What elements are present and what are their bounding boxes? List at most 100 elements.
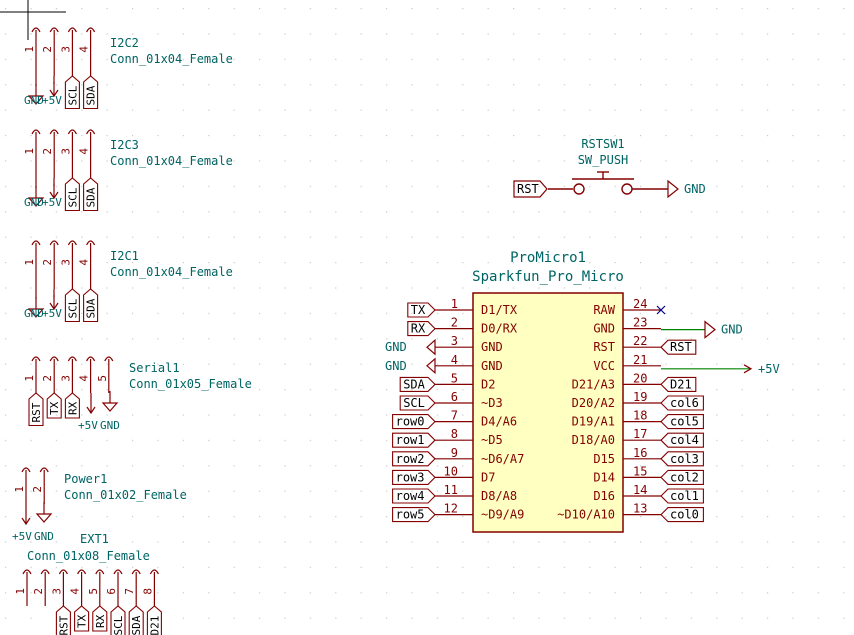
i2c2-pin-2[interactable]: 2: [41, 27, 59, 76]
ext1-pin-4[interactable]: 4TX: [69, 569, 90, 632]
power1-pin-2[interactable]: 2: [31, 467, 49, 504]
ext1-label-rx: [92, 605, 108, 632]
i2c3-pin-1[interactable]: 1: [23, 129, 41, 178]
pin-number: 8: [451, 427, 458, 441]
power1-value: Conn_01x02_Female: [64, 488, 187, 502]
svg-text:col6: col6: [670, 396, 699, 410]
power1-pin-1[interactable]: 1: [13, 467, 31, 504]
ext1-label-d21: [146, 605, 162, 635]
i2c3-pin-2[interactable]: 2: [41, 129, 59, 178]
serial1-pin-4[interactable]: 4: [78, 356, 96, 393]
rstsw-gnd-symbol: GND: [667, 179, 706, 199]
ext1-label-text: SDA: [130, 615, 143, 635]
i2c2-pin-1[interactable]: 1: [23, 27, 41, 76]
serial1-label-text: TX: [48, 401, 61, 415]
serial1-pin-5[interactable]: 5: [96, 356, 114, 393]
ext1-pin-2[interactable]: 2: [32, 569, 50, 606]
i2c1-ref: I2C1: [110, 249, 139, 263]
svg-text:GND: GND: [24, 307, 44, 320]
svg-text:GND: GND: [24, 94, 44, 107]
serial1-pin-3[interactable]: 3RX: [59, 356, 80, 419]
serial1-pin-num: 5: [96, 375, 109, 382]
serial1-label-rst: [28, 392, 44, 427]
i2c1-pin-2[interactable]: 2: [41, 240, 59, 289]
pin-number: 2: [451, 316, 458, 330]
serial1-ref: Serial1: [129, 361, 180, 375]
i2c1-label-text: SDA: [85, 298, 98, 318]
pin-name: D15: [593, 452, 615, 466]
svg-text:row4: row4: [396, 489, 425, 503]
rstsw-value: SW_PUSH: [578, 153, 629, 167]
pin-name: VCC: [593, 359, 615, 373]
pin-number: 3: [451, 334, 458, 348]
svg-text:GND: GND: [684, 182, 706, 196]
ext1-pin-num: 6: [105, 588, 118, 595]
pin-name: D14: [593, 470, 615, 484]
rst-switch[interactable]: RSTSW1 SW_PUSH RST GND: [513, 137, 706, 199]
pin-name: GND: [481, 359, 503, 373]
ext1-pin-1[interactable]: 1: [14, 569, 32, 606]
i2c2-value: Conn_01x04_Female: [110, 52, 233, 66]
pin-number: 21: [633, 353, 647, 367]
svg-text:col5: col5: [670, 415, 699, 429]
svg-text:TX: TX: [411, 303, 426, 317]
serial1-value: Conn_01x05_Female: [129, 377, 252, 391]
i2c2-label-text: SDA: [85, 85, 98, 105]
serial1-pin-2[interactable]: 2TX: [41, 356, 62, 419]
ext1-pin-num: 5: [87, 588, 100, 595]
i2c2-pin-num: 4: [78, 46, 91, 53]
power1-pin-num: 2: [31, 486, 44, 493]
i2c1-pin-1[interactable]: 1: [23, 240, 41, 289]
i2c3-5v-symbol: +5V: [42, 184, 62, 209]
gnd-power-label: GND: [385, 359, 407, 373]
pin-name: D1/TX: [481, 303, 518, 317]
pin-name: D21/A3: [572, 377, 615, 391]
power1-pin-num: 1: [13, 486, 26, 493]
pin-number: 14: [633, 483, 647, 497]
ext1-pin-5[interactable]: 5RX: [87, 569, 108, 632]
